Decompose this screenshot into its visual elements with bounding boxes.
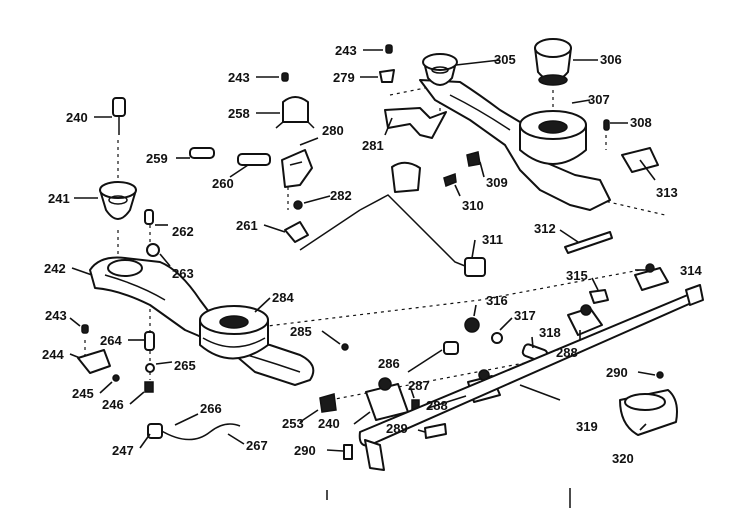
nut-246 <box>144 381 154 393</box>
callout-240-center: 240 <box>318 416 340 431</box>
tick-marks <box>326 488 571 508</box>
nut-285 <box>341 343 349 351</box>
screw-308 <box>603 119 610 131</box>
callout-263: 263 <box>172 266 194 281</box>
callout-245: 245 <box>72 386 94 401</box>
screw-290-bottom <box>343 444 353 460</box>
clip-261 <box>284 221 309 243</box>
callout-315: 315 <box>566 268 588 283</box>
burner-cap-241 <box>99 181 137 220</box>
callout-281: 281 <box>362 138 384 153</box>
screw-289 <box>424 423 447 439</box>
regulator-320 <box>619 389 678 436</box>
strip-312 <box>564 231 613 254</box>
callout-311: 311 <box>482 232 503 247</box>
callout-279: 279 <box>333 70 355 85</box>
callout-265: 265 <box>174 358 196 373</box>
callout-253: 253 <box>282 416 304 431</box>
callout-308: 308 <box>630 115 652 130</box>
callout-258: 258 <box>228 106 250 121</box>
callout-320: 320 <box>612 451 634 466</box>
tube-260 <box>237 153 271 166</box>
callout-318: 318 <box>539 325 561 340</box>
leader-lines <box>69 49 656 452</box>
burner-cap-306 <box>534 38 572 86</box>
callout-labels: 240 241 242 243 243 243 244 245 246 247 … <box>42 43 702 466</box>
bracket-280 <box>281 149 313 188</box>
burner-cap-305 <box>422 53 458 86</box>
callout-243-top: 243 <box>335 43 357 58</box>
callout-314: 314 <box>680 263 702 278</box>
screw-310 <box>443 172 457 188</box>
nut-316 <box>464 317 480 333</box>
nut-309 <box>466 151 481 167</box>
bracket-281 <box>384 107 447 139</box>
callout-259: 259 <box>146 151 168 166</box>
callout-317: 317 <box>514 308 536 323</box>
screw-245 <box>112 374 120 382</box>
screw-243-mid <box>281 72 289 82</box>
callout-262: 262 <box>172 224 194 239</box>
fitting-286 <box>443 341 459 355</box>
callout-306: 306 <box>600 52 622 67</box>
bracket-244 <box>77 349 111 374</box>
callout-261: 261 <box>236 218 258 233</box>
valve-314 <box>634 263 669 291</box>
callout-240-top: 240 <box>66 110 88 125</box>
screw-243-left <box>81 324 89 334</box>
callout-282: 282 <box>330 188 352 203</box>
spark-264 <box>144 331 155 351</box>
callout-288-center: 288 <box>426 398 448 413</box>
washer-265 <box>145 363 155 373</box>
callout-305: 305 <box>494 52 516 67</box>
callout-247: 247 <box>112 443 134 458</box>
callout-267: 267 <box>246 438 268 453</box>
callout-309: 309 <box>486 175 508 190</box>
screw-243-top <box>385 44 393 54</box>
callout-287: 287 <box>408 378 430 393</box>
callout-285: 285 <box>290 324 312 339</box>
valve-240-center <box>365 377 409 421</box>
callout-290-right: 290 <box>606 365 628 380</box>
callout-243-mid: 243 <box>228 70 250 85</box>
nut-253 <box>319 393 337 413</box>
wire-267 <box>147 423 241 441</box>
callout-246: 246 <box>102 397 124 412</box>
callout-280: 280 <box>322 123 344 138</box>
callout-244: 244 <box>42 347 64 362</box>
callout-307: 307 <box>588 92 610 107</box>
callout-242: 242 <box>44 261 66 276</box>
callout-310: 310 <box>462 198 484 213</box>
screw-282 <box>293 200 303 210</box>
callout-319: 319 <box>576 419 598 434</box>
callout-289: 289 <box>386 421 408 436</box>
callout-290-bottom: 290 <box>294 443 316 458</box>
callout-316: 316 <box>486 293 508 308</box>
washer-317 <box>491 332 503 344</box>
callout-286: 286 <box>378 356 400 371</box>
callout-312: 312 <box>534 221 556 236</box>
callout-243-left: 243 <box>45 308 67 323</box>
nut-279 <box>379 69 395 83</box>
callout-284: 284 <box>272 290 294 305</box>
callout-266: 266 <box>200 401 222 416</box>
tube-259 <box>189 147 215 159</box>
valve-288-right <box>567 304 603 336</box>
callout-241: 241 <box>48 191 70 206</box>
callout-260: 260 <box>212 176 234 191</box>
heat-shield-258 <box>275 96 315 129</box>
electrode-311 <box>299 161 486 277</box>
clip-315 <box>589 289 609 304</box>
manifold-319 <box>358 284 704 471</box>
nut-263 <box>146 243 160 257</box>
screw-290-right <box>656 371 664 379</box>
callout-313: 313 <box>656 185 678 200</box>
right-burner-head <box>519 110 587 165</box>
left-burner-head <box>199 305 269 360</box>
screw-262 <box>144 209 154 225</box>
igniter-240 <box>112 97 126 135</box>
callout-264: 264 <box>100 333 122 348</box>
callout-288-right: 288 <box>556 345 578 360</box>
